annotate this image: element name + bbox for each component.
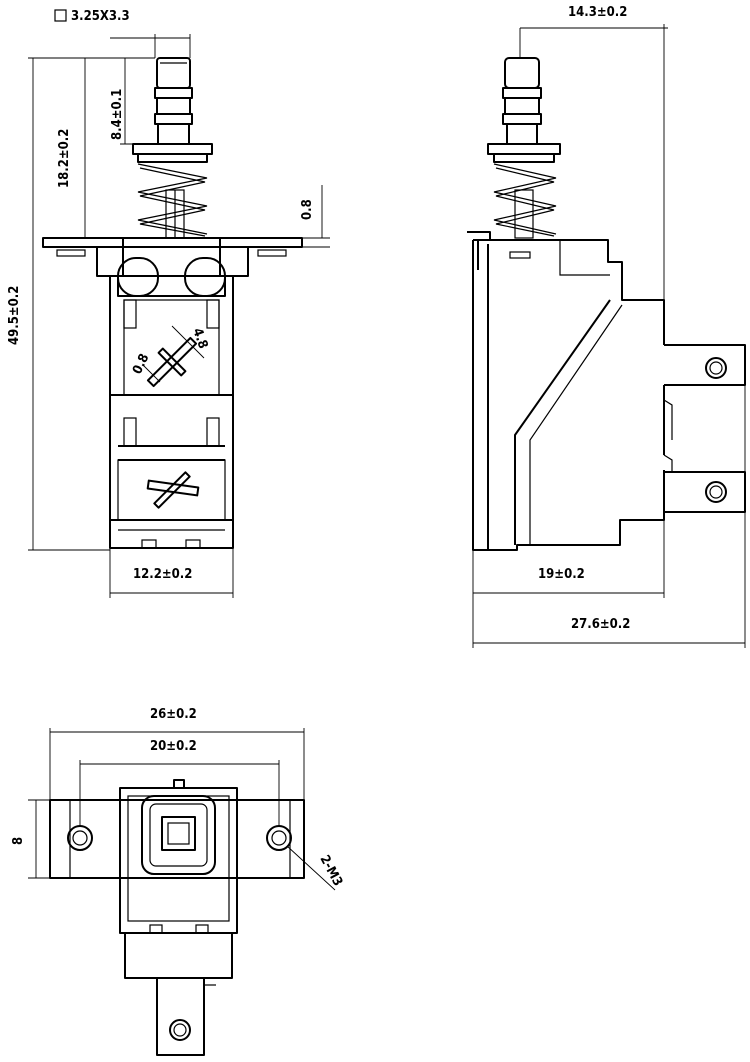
contact-width-dim: 4.8 xyxy=(189,326,210,351)
flange-thickness-dim: 0.8 xyxy=(300,199,315,220)
mounting-holes-dim: 2-M3 xyxy=(316,853,345,889)
plunger-length-dim: 8.4±0.1 xyxy=(110,89,125,140)
top-height-dim: 18.2±0.2 xyxy=(57,129,72,188)
flange-height-dim: 8 xyxy=(11,837,26,845)
square-symbol-icon xyxy=(54,9,67,22)
side-view-dimensions xyxy=(472,24,746,648)
stem-square-dim: 3.25X3.3 xyxy=(71,9,130,24)
flange-width-dim: 26±0.2 xyxy=(150,707,197,722)
top-view-dimensions xyxy=(28,728,336,891)
front-view-dimensions xyxy=(28,9,330,598)
top-view xyxy=(49,779,305,1056)
contact-thickness-dim: 0.8 xyxy=(130,352,152,377)
front-view xyxy=(42,57,303,549)
side-body-width-dim: 19±0.2 xyxy=(538,567,585,582)
side-view xyxy=(467,57,746,551)
front-width-dim: 12.2±0.2 xyxy=(133,567,192,582)
total-height-dim: 49.5±0.2 xyxy=(7,286,22,345)
hole-spacing-dim: 20±0.2 xyxy=(150,739,197,754)
side-top-width-dim: 14.3±0.2 xyxy=(568,5,627,20)
side-total-width-dim: 27.6±0.2 xyxy=(571,617,630,632)
